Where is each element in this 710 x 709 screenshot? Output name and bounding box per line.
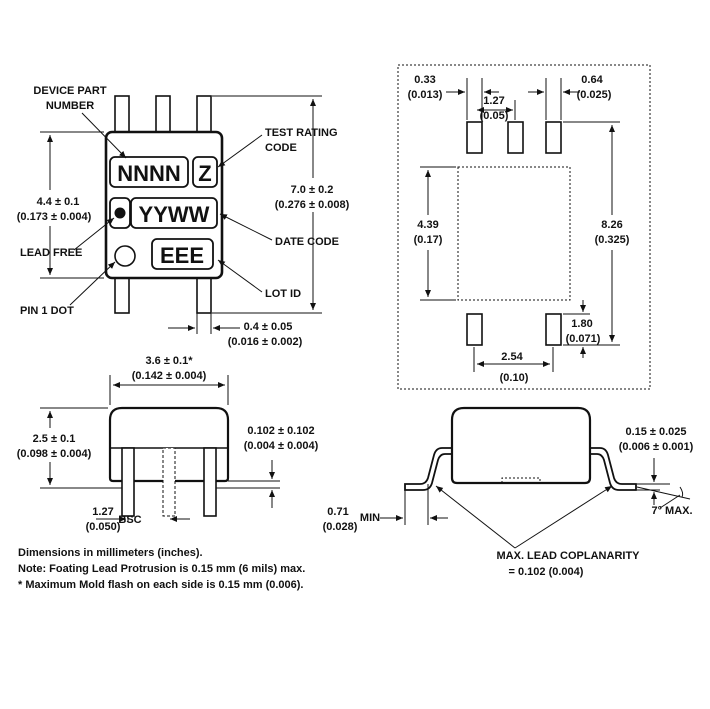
callout-device-part: DEVICE PART [33, 85, 106, 97]
lot-id-mark: EEE [160, 243, 204, 268]
side-body [108, 406, 230, 483]
leader-lead-free [73, 217, 115, 251]
leader-test-rating [217, 134, 263, 168]
leader-date-code [219, 213, 273, 241]
date-code-mark: YYWW [139, 202, 210, 227]
fp-pad-top-1 [466, 121, 483, 154]
fp-body-outline [457, 166, 571, 301]
note-line-1: Dimensions in millimeters (inches). [18, 547, 203, 559]
fp-span-in: (0.325) [595, 234, 630, 246]
callout-pin1-dot: PIN 1 DOT [20, 305, 74, 317]
dim-length-in: (0.276 ± 0.008) [275, 199, 350, 211]
dim-foot-mm: 0.71 [327, 506, 348, 518]
end-view: 0.15 ± 0.025 (0.006 ± 0.001) 7° MAX. 0.7… [323, 406, 694, 578]
note-line-2: Note: Foating Lead Protrusion is 0.15 mm… [18, 563, 305, 575]
fp-gap-mm: 0.64 [581, 74, 603, 86]
lead-free-dot-icon [114, 207, 126, 219]
fp-pad-w-mm: 0.33 [414, 74, 435, 86]
leader-lot-id [217, 259, 263, 293]
dim-lead-w-in: (0.016 ± 0.002) [228, 336, 303, 348]
dim-lead-w-mm: 0.4 ± 0.05 [244, 321, 293, 333]
lead-top-1 [114, 95, 130, 135]
dim-standoff-in: (0.004 ± 0.004) [244, 440, 319, 452]
dim-body-h-mm: 2.5 ± 0.1 [33, 433, 76, 445]
dim-foot-in: (0.028) [323, 521, 358, 533]
note-line-3: * Maximum Mold flash on each side is 0.1… [18, 579, 303, 591]
dim-lead-t-in: (0.006 ± 0.001) [619, 441, 694, 453]
dim-pitch-mm: 1.27 [92, 506, 113, 518]
callout-test-rating: TEST RATING [265, 127, 338, 139]
fp-pad-w-in: (0.013) [408, 89, 443, 101]
lot-id-box [151, 238, 214, 270]
rating-mark: Z [198, 161, 211, 186]
callout-test-rating-2: CODE [265, 142, 297, 154]
fp-pad-bottom-2 [545, 313, 562, 346]
fp-padlen-in: (0.071) [566, 333, 601, 345]
angle-line [636, 486, 691, 500]
end-body-pad [501, 477, 541, 483]
fp-width-in: (0.17) [414, 234, 443, 246]
footprint-view: 0.33 (0.013) 1.27 (0.05) 0.64 (0.025) 4.… [397, 64, 651, 390]
date-code-box [130, 197, 218, 229]
leader-device-part [81, 112, 127, 159]
fp-span-mm: 8.26 [601, 219, 622, 231]
leader-coplanarity-right [514, 485, 613, 549]
side-lead-1 [121, 447, 135, 517]
leader-angle [659, 494, 681, 509]
footprint-frame [397, 64, 651, 390]
fp-pitch-mm: 1.27 [483, 95, 504, 107]
lead-bottom-2 [196, 274, 212, 314]
fp-row-in: (0.10) [500, 372, 529, 384]
dim-pitch-in: (0.050) [86, 521, 121, 533]
fp-pad-top-3 [545, 121, 562, 154]
notes: Dimensions in millimeters (inches). Note… [18, 547, 305, 591]
lead-top-2 [155, 95, 171, 135]
dim-angle: 7° MAX. [651, 505, 692, 517]
fp-gap-in: (0.025) [577, 89, 612, 101]
pin1-dot-icon [114, 245, 136, 267]
callout-coplanarity: MAX. LEAD COPLANARITY [497, 550, 641, 562]
dim-standoff-mm: 0.102 ± 0.102 [247, 425, 314, 437]
dim-length-mm: 7.0 ± 0.2 [291, 184, 334, 196]
dim-height-mm: 4.4 ± 0.1 [37, 196, 80, 208]
fp-pad-top-2 [507, 121, 524, 154]
dim-body-h-in: (0.098 ± 0.004) [17, 448, 92, 460]
dim-height-in: (0.173 ± 0.004) [17, 211, 92, 223]
side-lead-hidden [162, 447, 176, 517]
side-view: 3.6 ± 0.1* (0.142 ± 0.004) 2.5 ± 0.1 (0.… [17, 355, 319, 533]
callout-device-part-2: NUMBER [46, 100, 94, 112]
part-number-mark: NNNN [117, 161, 181, 186]
end-lead-left [404, 447, 453, 491]
top-view: NNNN Z YYWW EEE DEVICE PART NUMBER TEST … [17, 85, 350, 348]
dim-lead-t-mm: 0.15 ± 0.025 [625, 426, 686, 438]
fp-row-mm: 2.54 [501, 351, 523, 363]
part-number-box [109, 156, 189, 188]
angle-arc [679, 486, 684, 498]
side-lead-2 [203, 447, 217, 517]
callout-lot-id: LOT ID [265, 288, 301, 300]
fp-padlen-mm: 1.80 [571, 318, 592, 330]
rating-box [192, 156, 218, 188]
leader-pin1-dot [69, 261, 116, 306]
fp-pitch-in: (0.05) [480, 110, 509, 122]
end-body [450, 406, 592, 485]
callout-lead-free: LEAD FREE [20, 247, 82, 259]
dim-body-len-mm: 3.6 ± 0.1* [145, 355, 193, 367]
fp-width-mm: 4.39 [417, 219, 438, 231]
dim-pitch-bsc: BSC [118, 514, 141, 526]
dim-body-len-in: (0.142 ± 0.004) [132, 370, 207, 382]
callout-coplanarity-value: = 0.102 (0.004) [509, 566, 584, 578]
fp-pad-bottom-1 [466, 313, 483, 346]
end-lead-right [589, 447, 637, 491]
lead-top-3 [196, 95, 212, 135]
callout-date-code: DATE CODE [275, 236, 339, 248]
leader-coplanarity-left [435, 485, 516, 549]
lead-bottom-1 [114, 274, 130, 314]
dim-foot-min: MIN [360, 512, 380, 524]
